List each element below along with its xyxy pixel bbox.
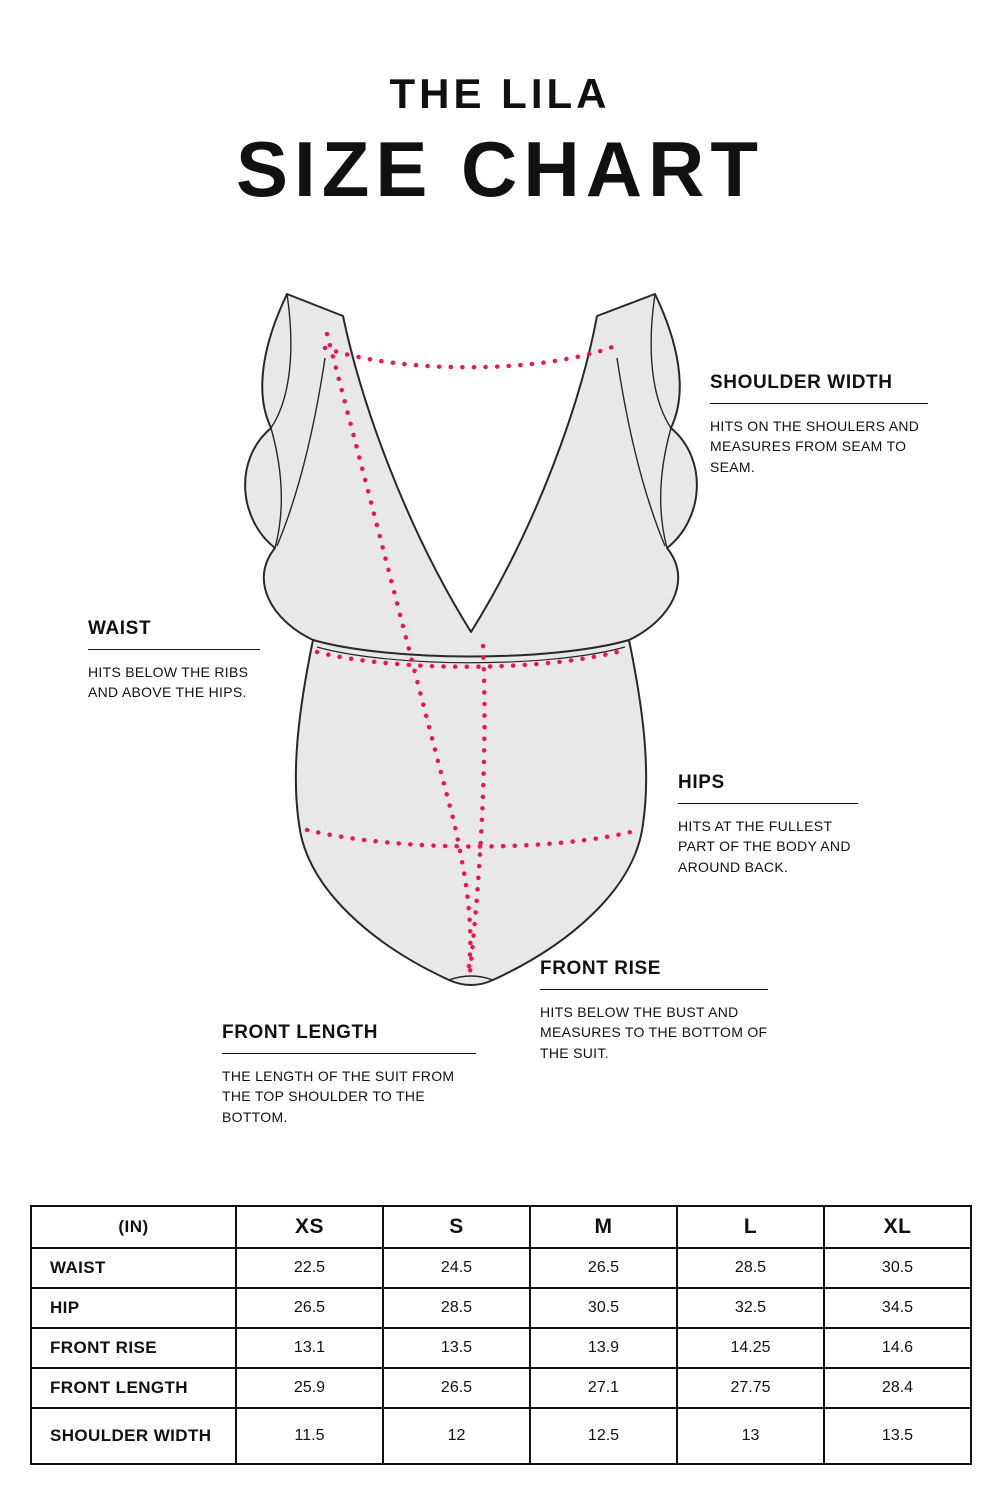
size-cell: 26.5 xyxy=(235,1287,384,1329)
suit-body-shape xyxy=(244,293,698,986)
size-col-header-xs: XS xyxy=(235,1205,384,1249)
page-title-product: THE LILA xyxy=(389,70,611,117)
annotation-shoulder-width: SHOULDER WIDTH HITS ON THE SHOULERS AND … xyxy=(710,372,928,477)
annotation-waist-desc: HITS BELOW THE RIBS AND ABOVE THE HIPS. xyxy=(88,664,249,701)
size-cell: 30.5 xyxy=(823,1247,972,1289)
size-cell: 28.4 xyxy=(823,1367,972,1409)
size-cell: 13 xyxy=(676,1407,825,1465)
waist-measure-line xyxy=(314,647,628,669)
annotation-front-rise-heading: FRONT RISE xyxy=(540,958,768,990)
annotation-front-rise-desc: HITS BELOW THE BUST AND MEASURES TO THE … xyxy=(540,1004,768,1061)
size-cell: 27.75 xyxy=(676,1367,825,1409)
size-col-header-s: S xyxy=(382,1205,531,1249)
size-cell: 28.5 xyxy=(676,1247,825,1289)
row-label-hip: HIP xyxy=(30,1287,237,1329)
swimsuit-illustration-svg xyxy=(244,293,698,986)
size-cell: 14.25 xyxy=(676,1327,825,1369)
size-cell: 27.1 xyxy=(529,1367,678,1409)
size-cell: 24.5 xyxy=(382,1247,531,1289)
ruffle-fold-lines xyxy=(270,293,672,549)
annotation-hips-heading: HIPS xyxy=(678,772,858,804)
size-cell: 12.5 xyxy=(529,1407,678,1465)
size-cell: 26.5 xyxy=(382,1367,531,1409)
size-table-header-row: (IN) XS S M L XL xyxy=(30,1205,972,1249)
annotation-hips: HIPS HITS AT THE FULLEST PART OF THE BOD… xyxy=(678,772,858,877)
annotation-waist-heading: WAIST xyxy=(88,618,260,650)
size-table: (IN) XS S M L XL WAIST 22.5 24.5 26.5 28… xyxy=(30,1205,972,1465)
front-rise-measure-line xyxy=(467,643,487,975)
size-cell: 34.5 xyxy=(823,1287,972,1329)
table-row-hip: HIP 26.5 28.5 30.5 32.5 34.5 xyxy=(30,1287,972,1329)
size-cell: 13.9 xyxy=(529,1327,678,1369)
swimsuit-figure xyxy=(225,278,715,1018)
unit-header-cell: (IN) xyxy=(30,1205,237,1249)
size-cell: 11.5 xyxy=(235,1407,384,1465)
size-cell: 30.5 xyxy=(529,1287,678,1329)
table-row-front-length: FRONT LENGTH 25.9 26.5 27.1 27.75 28.4 xyxy=(30,1367,972,1409)
size-col-header-l: L xyxy=(676,1205,825,1249)
size-cell: 25.9 xyxy=(235,1367,384,1409)
table-row-front-rise: FRONT RISE 13.1 13.5 13.9 14.25 14.6 xyxy=(30,1327,972,1369)
annotation-front-length: FRONT LENGTH THE LENGTH OF THE SUIT FROM… xyxy=(222,1022,476,1127)
row-label-shoulder-width: SHOULDER WIDTH xyxy=(30,1407,237,1465)
size-cell: 22.5 xyxy=(235,1247,384,1289)
shoulder-width-measure-line xyxy=(322,343,618,370)
size-cell: 13.5 xyxy=(382,1327,531,1369)
size-cell: 32.5 xyxy=(676,1287,825,1329)
size-cell: 13.5 xyxy=(823,1407,972,1465)
row-label-front-length: FRONT LENGTH xyxy=(30,1367,237,1409)
annotation-shoulder-width-desc: HITS ON THE SHOULERS AND MEASURES FROM S… xyxy=(710,418,920,475)
size-cell: 28.5 xyxy=(382,1287,531,1329)
annotation-shoulder-width-heading: SHOULDER WIDTH xyxy=(710,372,928,404)
annotation-front-rise: FRONT RISE HITS BELOW THE BUST AND MEASU… xyxy=(540,958,768,1063)
annotation-waist: WAIST HITS BELOW THE RIBS AND ABOVE THE … xyxy=(88,618,260,703)
table-row-waist: WAIST 22.5 24.5 26.5 28.5 30.5 xyxy=(30,1247,972,1289)
underbust-seam-lines xyxy=(312,639,630,981)
table-row-shoulder-width: SHOULDER WIDTH 11.5 12 12.5 13 13.5 xyxy=(30,1407,972,1465)
row-label-front-rise: FRONT RISE xyxy=(30,1327,237,1369)
annotation-front-length-desc: THE LENGTH OF THE SUIT FROM THE TOP SHOU… xyxy=(222,1068,455,1125)
row-label-waist: WAIST xyxy=(30,1247,237,1289)
size-cell: 13.1 xyxy=(235,1327,384,1369)
annotation-hips-desc: HITS AT THE FULLEST PART OF THE BODY AND… xyxy=(678,818,851,875)
page-title-size-chart: SIZE CHART xyxy=(236,125,764,213)
size-cell: 14.6 xyxy=(823,1327,972,1369)
annotation-front-length-heading: FRONT LENGTH xyxy=(222,1022,476,1054)
size-col-header-m: M xyxy=(529,1205,678,1249)
size-col-header-xl: XL xyxy=(823,1205,972,1249)
size-cell: 12 xyxy=(382,1407,531,1465)
front-length-measure-line xyxy=(324,331,473,977)
size-cell: 26.5 xyxy=(529,1247,678,1289)
